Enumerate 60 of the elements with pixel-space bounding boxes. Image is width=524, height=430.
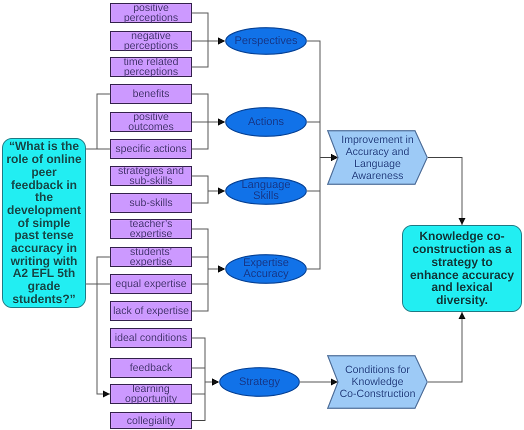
code-box [110, 219, 192, 239]
connector-arrow [192, 378, 220, 421]
code-box [110, 57, 192, 77]
code-box [110, 112, 192, 132]
code-label: sub-skills [129, 198, 173, 208]
conclusion-box [402, 225, 522, 312]
connector-arrow [192, 118, 226, 150]
theme-ellipse [225, 254, 307, 284]
question-text: “What is the role of online peer feedback in the development of simple past tense accuracy in writing with A2 EFL 5th grade students?” [5, 140, 83, 306]
code-label: positive perceptions [122, 3, 180, 23]
code-label: positive outcomes [127, 112, 175, 132]
connector-arrow [300, 378, 338, 386]
code-box [110, 139, 192, 159]
code-label: learning opportunity [124, 384, 178, 404]
code-label: teacher’s expertise [128, 219, 174, 239]
code-box [110, 193, 192, 213]
code-box [110, 31, 192, 51]
code-label: collegiality [126, 416, 176, 426]
code-label: time related perceptions [122, 57, 180, 77]
connector-arrow [428, 157, 466, 226]
category-chevron [327, 130, 428, 185]
category-label: Conditions for Knowledge Co-Construction [338, 364, 416, 400]
code-box [110, 247, 192, 267]
category-chevron [327, 355, 428, 409]
connector-arrow [192, 38, 226, 68]
code-label: negative perceptions [122, 31, 180, 51]
theme-ellipse [225, 107, 307, 137]
theme-label: Expertise Accuracy [242, 258, 290, 280]
code-label: equal expertise [115, 279, 187, 289]
code-box [110, 412, 192, 429]
theme-label: Actions [248, 116, 284, 128]
code-label: lack of expertise [113, 306, 189, 316]
code-label: ideal conditions [114, 333, 188, 343]
code-box [110, 166, 192, 186]
code-box [110, 301, 192, 321]
code-label: students’ expertise [128, 247, 174, 267]
code-label: specific actions [115, 144, 187, 154]
code-label: benefits [132, 89, 170, 99]
code-box [110, 384, 192, 404]
conclusion-text: Knowledge co-construction as a strategy to enhance accuracy and lexical diversity. [408, 230, 516, 307]
code-label: feedback [130, 363, 172, 373]
theme-label: Strategy [239, 376, 280, 388]
theme-ellipse [219, 367, 300, 397]
code-box [110, 274, 192, 294]
category-label: Improvement in Accuracy and Language Awareness [340, 134, 415, 182]
code-box [110, 358, 192, 378]
connector-line [86, 148, 110, 150]
connector-arrow [192, 266, 226, 312]
theme-label: Perspectives [234, 36, 298, 46]
connector-arrow [306, 154, 338, 270]
code-box [110, 84, 192, 104]
theme-ellipse [225, 177, 307, 205]
connector-arrow [428, 312, 466, 382]
theme-ellipse [225, 27, 307, 55]
connector-arrow [86, 284, 110, 398]
code-box [110, 328, 192, 348]
connector-arrow [192, 188, 226, 204]
theme-label: Language Skills [240, 180, 292, 202]
code-box [110, 3, 192, 23]
code-label: strategies and sub-skills [117, 166, 185, 186]
